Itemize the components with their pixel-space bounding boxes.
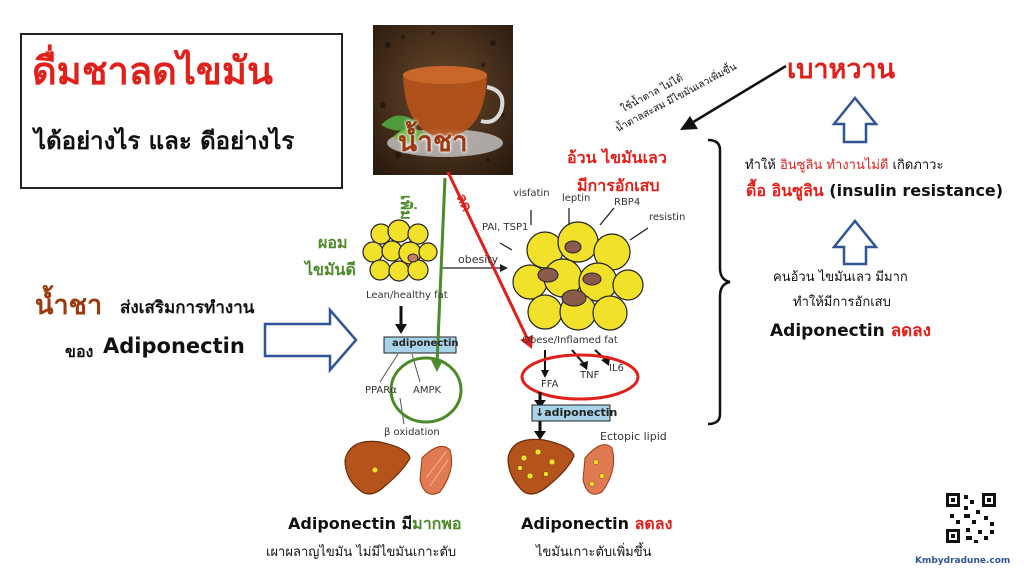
lean-fat-cells	[362, 219, 438, 282]
obese-caption-reduced: ลดลง	[634, 514, 673, 533]
obese-fat-label: Obese/Inflamed fat	[522, 335, 618, 346]
ffa-label: FFA	[541, 379, 559, 390]
diabetes-label: เบาหวาน	[787, 54, 896, 85]
left-promotes-text: ส่งเสริมการทำงาน	[120, 298, 255, 318]
obese-caption-line2: ไขมันเกาะตับเพิ่มขึ้น	[536, 545, 652, 560]
ppar-label: PPARα	[365, 385, 397, 396]
title-box	[20, 33, 343, 189]
lean-caption: Adiponectin มีมากพอ	[288, 512, 462, 537]
pai-label: PAI, TSP1	[482, 222, 529, 233]
left-adiponectin: Adiponectin	[103, 334, 245, 358]
lean-caption-adiponectin: Adiponectin	[288, 514, 397, 533]
obesity-label: obesity	[458, 253, 499, 266]
page-title: ดื่มชาลดไขมัน	[32, 49, 273, 93]
cytokine-arrows	[499, 207, 649, 251]
curly-brace	[707, 138, 731, 426]
muscle-icon	[419, 445, 453, 495]
rbp4-label: RBP4	[614, 197, 641, 208]
il6-label: IL6	[609, 363, 624, 374]
right-adiponectin: Adiponectin	[770, 321, 885, 341]
obese-header-line2: มีการอักเสบ	[577, 176, 660, 195]
page-subtitle: ได้อย่างไร และ ดีอย่างไร	[34, 127, 295, 155]
increase-arrow-label: เพิ่ม	[397, 195, 415, 220]
obese-people-line2: ทำให้มีการอักเสบ	[793, 295, 891, 310]
beta-oxidation-label: β oxidation	[384, 427, 440, 438]
left-of-text: ของ	[65, 342, 94, 361]
tnf-label: TNF	[580, 370, 600, 381]
slim-label-line1: ผอม	[318, 233, 348, 252]
obese-caption-adiponectin: Adiponectin	[521, 514, 630, 533]
cause-line2-a: ดื้อ อินซูลิน	[746, 181, 824, 200]
up-arrow-icon-bottom	[831, 219, 879, 266]
obese-caption: Adiponectin ลดลง	[521, 512, 672, 537]
cause-line1-c: เกิดภาวะ	[892, 158, 944, 173]
qr-code-icon	[946, 493, 996, 543]
cause-line2-b: (insulin resistance)	[829, 181, 1004, 200]
obese-header-line1: อ้วน ไขมันเลว	[567, 148, 667, 167]
lean-fat-label: Lean/healthy fat	[366, 290, 448, 301]
obese-people-line1: คนอ้วน ไขมันเลว มีมาก	[773, 270, 908, 285]
lean-caption-line2: เผาผลาญไขมัน ไม่มีไขมันเกาะตับ	[266, 545, 457, 560]
fatty-muscle-icon	[582, 444, 615, 495]
cause-line1: ทำให้ อินซูลิน ทำงานไม่ดี เกิดภาวะ	[745, 154, 943, 175]
cause-line1-a: ทำให้	[745, 158, 776, 173]
ampk-label: AMPK	[413, 385, 442, 396]
left-tea-word: น้ำชา	[35, 290, 103, 321]
adiponectin-box-lean: adiponectin	[392, 338, 459, 349]
obese-fat-cells	[512, 221, 644, 331]
cause-line1-b: อินซูลิน ทำงานไม่ดี	[779, 158, 889, 173]
right-adiponectin-reduced: ลดลง	[890, 321, 931, 341]
slim-label-line2: ไขมันดี	[305, 260, 356, 279]
adiponectin-box-obese: ↓adiponectin	[535, 406, 618, 419]
resistin-label: resistin	[649, 212, 686, 223]
ectopic-lipid-label: Ectopic lipid	[600, 430, 667, 443]
liver-icon	[344, 440, 411, 495]
leptin-label: leptin	[562, 193, 591, 204]
up-arrow-icon-top	[831, 96, 879, 144]
visfatin-label: visfatin	[513, 188, 550, 199]
right-arrow-icon	[263, 306, 358, 374]
tea-photo-label: น้ำชา	[398, 125, 468, 158]
fatty-liver-icon	[507, 438, 575, 495]
lean-caption-mid: มี	[401, 514, 413, 533]
lean-caption-enough: มากพอ	[412, 514, 462, 533]
website-link[interactable]: Kmbydradune.com	[915, 556, 1011, 566]
tea-photo	[373, 25, 513, 175]
right-adiponectin-line: Adiponectin ลดลง	[770, 317, 931, 344]
cause-line2: ดื้อ อินซูลิน (insulin resistance)	[746, 179, 1003, 204]
